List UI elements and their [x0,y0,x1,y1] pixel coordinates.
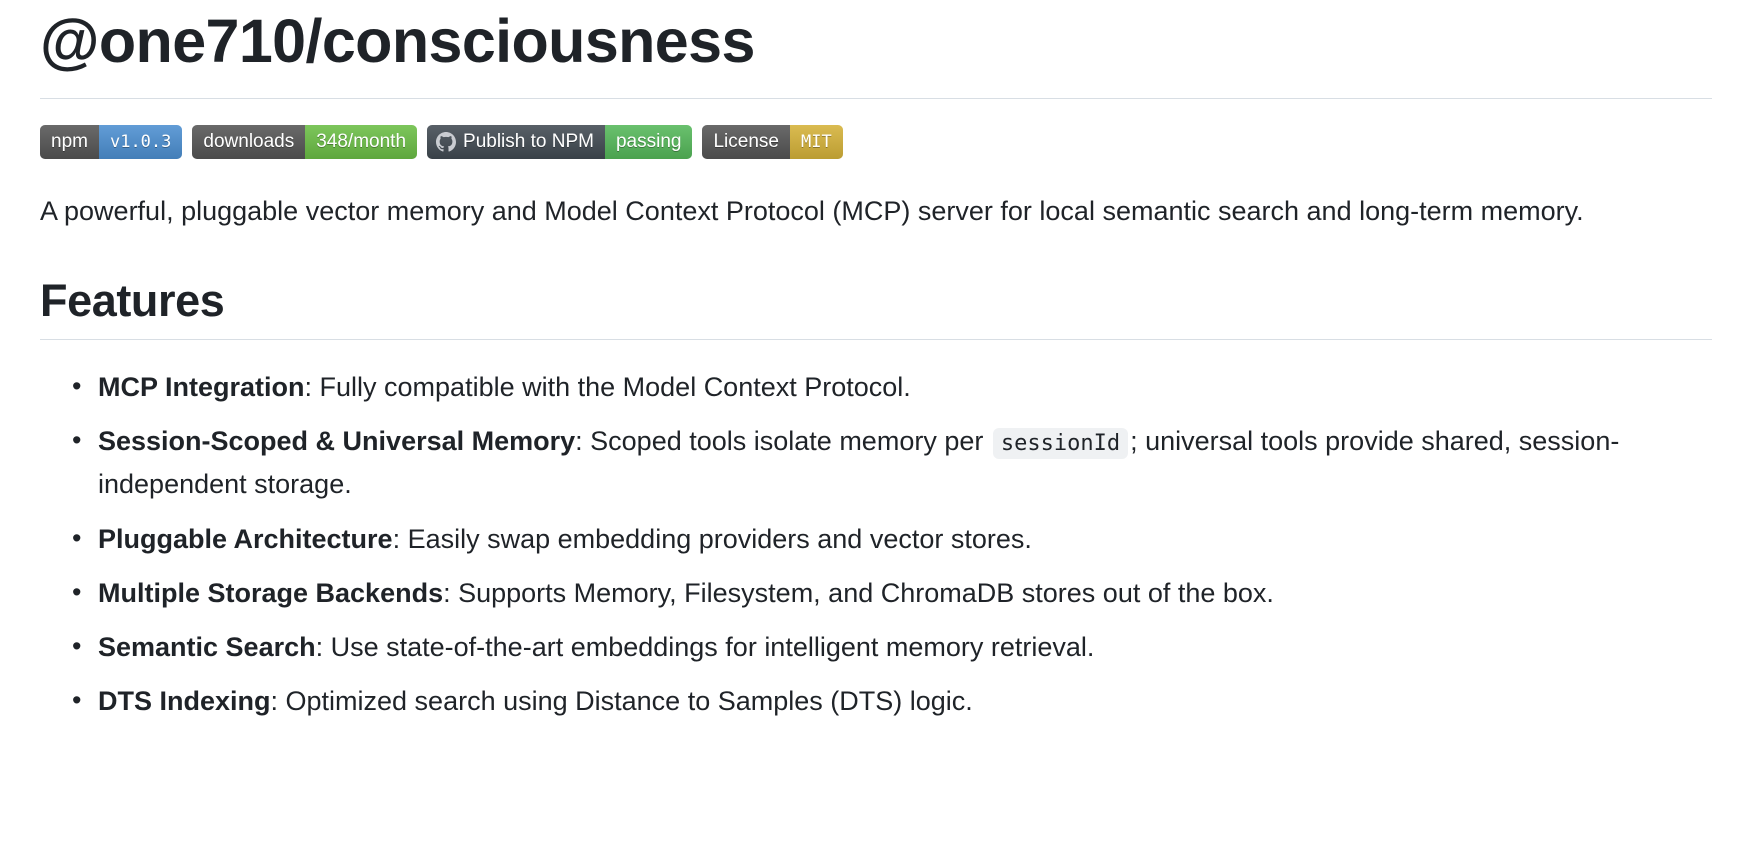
feature-description-after-code: ; universal tools provide shared, sessio… [98,426,1620,500]
package-description: A powerful, pluggable vector memory and … [40,196,1584,227]
list-item: Semantic Search: Use state-of-the-art em… [40,625,1712,669]
list-item: Multiple Storage Backends: Supports Memo… [40,571,1712,615]
list-item: Pluggable Architecture: Easily swap embe… [40,517,1712,561]
badge-row: npm v1.0.3 downloads 348/month Publish t… [40,125,1712,160]
feature-description: : Supports Memory, Filesystem, and Chrom… [443,577,1274,608]
license-badge[interactable]: License MIT [702,125,843,160]
publish-to-npm-workflow-badge[interactable]: Publish to NPM passing [427,125,693,160]
downloads-badge-value: 348/month [305,125,418,160]
npm-version-badge[interactable]: npm v1.0.3 [40,125,183,160]
publish-to-npm-workflow-badge-status: passing [604,125,693,160]
feature-term: MCP Integration [98,371,305,402]
feature-term: Semantic Search [98,631,316,662]
downloads-badge-label: downloads [192,125,306,160]
feature-description: : Easily swap embedding providers and ve… [392,523,1032,554]
feature-description-before-code: : Scoped tools isolate memory per [575,426,991,457]
feature-description: : Fully compatible with the Model Contex… [304,371,911,402]
list-item: MCP Integration: Fully compatible with t… [40,365,1712,409]
npm-version-badge-label: npm [40,125,99,160]
feature-term: Session-Scoped & Universal Memory [98,426,576,457]
features-list: MCP Integration: Fully compatible with t… [40,365,1712,723]
list-item: Session-Scoped & Universal Memory: Scope… [40,419,1712,506]
publish-to-npm-workflow-badge-label: Publish to NPM [427,125,605,160]
feature-description: : Optimized search using Distance to Sam… [270,686,973,717]
feature-term: DTS Indexing [98,686,271,717]
license-badge-value: MIT [789,125,843,160]
license-badge-label: License [702,125,790,160]
page-title: @one710/consciousness [40,0,1712,100]
session-id-code: sessionId [992,428,1129,460]
feature-term: Multiple Storage Backends [98,577,444,608]
github-icon [436,132,457,152]
feature-term: Pluggable Architecture [98,523,393,554]
downloads-badge[interactable]: downloads 348/month [192,125,418,160]
list-item: DTS Indexing: Optimized search using Dis… [40,679,1712,723]
features-heading: Features [40,275,1712,340]
readme-container: @one710/consciousness npm v1.0.3 downloa… [0,0,1752,723]
publish-to-npm-workflow-badge-label-text: Publish to NPM [463,131,594,153]
feature-description: : Use state-of-the-art embeddings for in… [315,631,1095,662]
npm-version-badge-value: v1.0.3 [98,125,183,160]
